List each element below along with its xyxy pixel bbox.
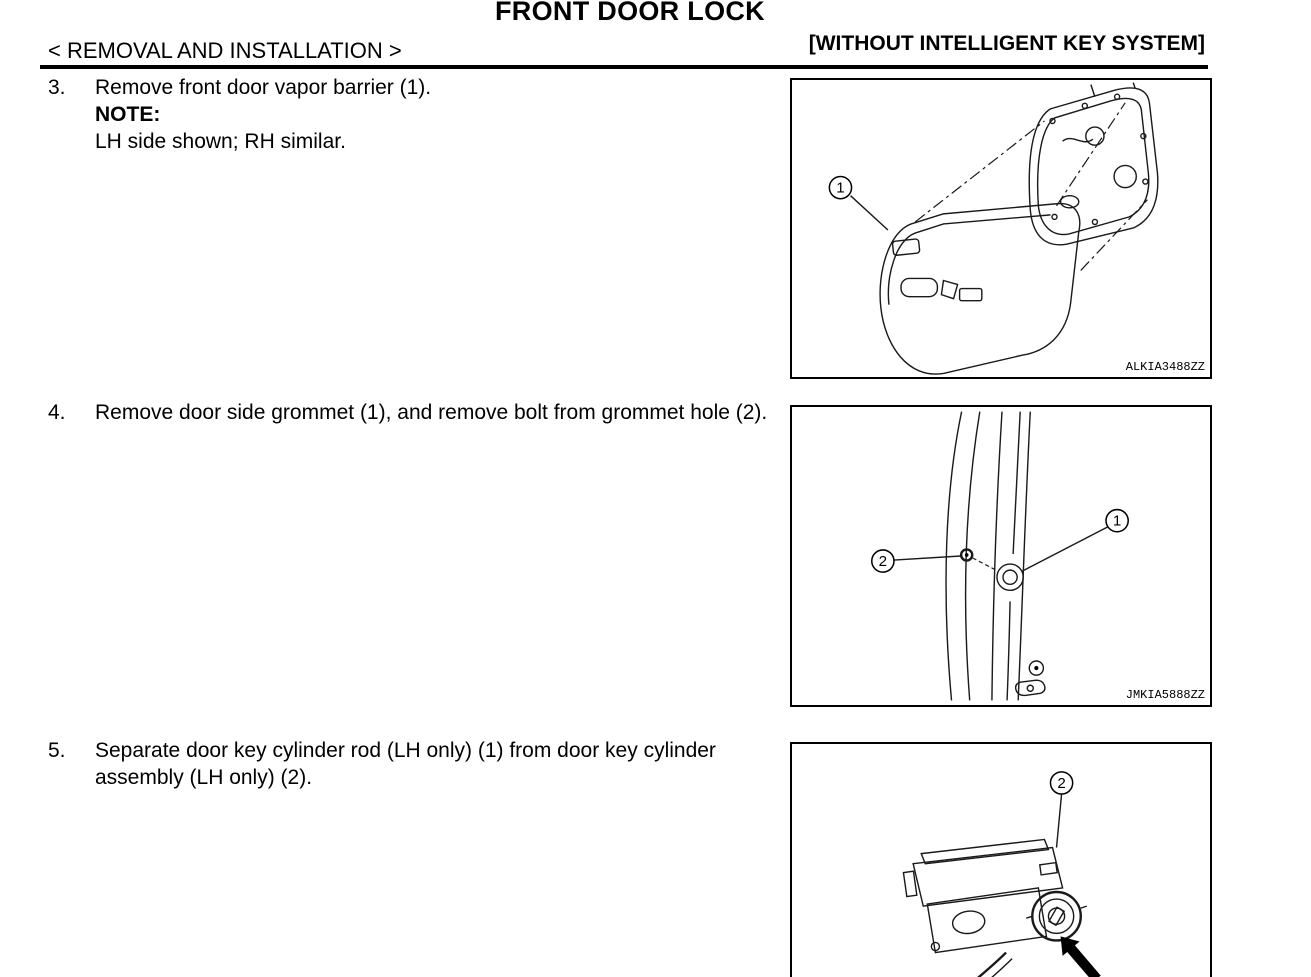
step-5: 5. Separate door key cylinder rod (LH on…	[48, 737, 780, 791]
vapor-barrier-illustration: 1	[828, 82, 1159, 375]
header-divider	[40, 65, 1208, 69]
callout-1-label: 1	[1113, 513, 1121, 530]
direction-arrow	[1060, 936, 1101, 977]
figure-code: JMKIA5888ZZ	[1125, 688, 1205, 702]
section-breadcrumb: < REMOVAL AND INSTALLATION >	[48, 38, 402, 63]
key-cylinder-assembly-drawing	[902, 838, 1088, 977]
figure-code: ALKIA3488ZZ	[1125, 360, 1205, 374]
door-grommet-illustration: 2 1	[871, 411, 1129, 701]
figure-key-cylinder: 2	[790, 742, 1212, 977]
callout-2: 2	[871, 549, 961, 573]
step-number: 3.	[48, 76, 66, 99]
step-number: 5.	[48, 739, 66, 762]
step-text: Separate door key cylinder rod (LH only)…	[95, 739, 716, 789]
callout-2: 2	[1049, 771, 1074, 848]
callout-1: 1	[828, 175, 889, 231]
step-text: Remove front door vapor barrier (1).	[95, 76, 432, 99]
step-number: 4.	[48, 401, 66, 424]
callout-2-label: 2	[879, 553, 887, 570]
page-title: FRONT DOOR LOCK	[495, 0, 765, 26]
figure-door-grommet: 2 1 JMKIA5888ZZ	[790, 405, 1212, 707]
note-label: NOTE:	[95, 103, 161, 126]
door-panel-drawing	[1028, 82, 1159, 246]
figure-vapor-barrier: 1 ALKIA3488ZZ	[790, 78, 1212, 379]
callout-1: 1	[1021, 508, 1129, 572]
grommet-drawing	[959, 548, 1024, 592]
door-latch-detail	[1014, 660, 1046, 697]
step-text: Remove door side grommet (1), and remove…	[95, 401, 768, 424]
callout-1-label: 1	[836, 180, 844, 197]
step-3: 3. Remove front door vapor barrier (1). …	[48, 74, 780, 155]
key-cylinder-illustration: 2	[902, 771, 1101, 977]
note-text: LH side shown; RH similar.	[95, 130, 346, 153]
system-variant-label: [WITHOUT INTELLIGENT KEY SYSTEM]	[808, 32, 1205, 55]
vapor-barrier-drawing	[879, 202, 1081, 375]
step-4: 4. Remove door side grommet (1), and rem…	[48, 399, 780, 426]
callout-2-label: 2	[1057, 775, 1065, 792]
